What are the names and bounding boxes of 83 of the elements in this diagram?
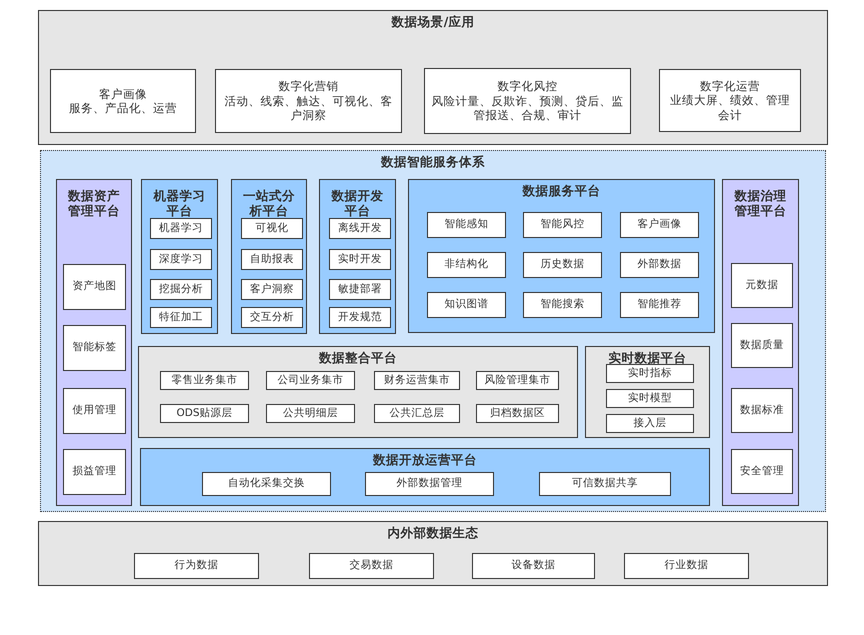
module-box: 设备数据: [472, 553, 595, 579]
module-box: 智能搜索: [523, 292, 602, 318]
layer-panel: [38, 10, 828, 145]
panel-title: 机器学习平台: [152, 188, 206, 218]
module-box: 智能标签: [63, 325, 126, 371]
module-box: 历史数据: [523, 252, 602, 278]
scenario-card: [50, 69, 196, 133]
panel-title: 数据服务平台: [521, 183, 602, 198]
card-text: 业绩大屏、绩效、管理会计: [669, 93, 791, 122]
module-box: 智能推荐: [620, 292, 699, 318]
platform-panel: [141, 179, 218, 334]
module-box: 客户画像: [620, 212, 699, 238]
module-box: 数据标准: [731, 388, 793, 433]
module-box: 数据质量: [731, 323, 793, 368]
module-box: 可视化: [241, 218, 303, 239]
module-box: 自动化采集交换: [202, 472, 331, 496]
panel-title: 数据开放运营平台: [372, 452, 478, 467]
module-box: 智能风控: [523, 212, 602, 238]
platform-panel: [319, 179, 396, 334]
module-box: 元数据: [731, 263, 793, 308]
module-box: 接入层: [606, 414, 694, 433]
module-box: 实时模型: [606, 389, 694, 408]
module-box: 零售业务集市: [160, 371, 249, 390]
module-box: 非结构化: [427, 252, 506, 278]
module-box: 开发规范: [329, 307, 391, 328]
scenario-card: [215, 69, 402, 133]
module-box: 公共明细层: [266, 404, 355, 423]
module-box: 财务运营集市: [374, 371, 460, 390]
module-box: 实时开发: [329, 249, 391, 270]
platform-panel: [56, 179, 132, 506]
module-box: 知识图谱: [427, 292, 506, 318]
module-box: 可信数据共享: [539, 472, 671, 496]
module-box: 公司业务集市: [266, 371, 355, 390]
panel-title: 数据资产管理平台: [66, 188, 121, 218]
module-box: 交互分析: [241, 307, 303, 328]
scenario-card: [424, 68, 631, 134]
panel-title: 数据场景/应用: [390, 14, 476, 29]
module-box: 实时指标: [606, 364, 694, 383]
module-box: 挖掘分析: [150, 279, 212, 300]
panel-title: 一站式分析平台: [242, 188, 296, 218]
panel-title: 数据开发平台: [330, 188, 384, 218]
module-box: 外部数据管理: [365, 472, 494, 496]
scenario-card: [659, 69, 801, 132]
module-box: 自助报表: [241, 249, 303, 270]
card-text: 风险计量、反欺诈、预测、贷后、监管报送、合规、审计: [430, 94, 624, 123]
module-box: 损益管理: [63, 449, 126, 495]
module-box: 深度学习: [150, 249, 212, 270]
module-box: 安全管理: [731, 449, 793, 494]
module-box: 外部数据: [620, 252, 699, 278]
module-box: 行为数据: [134, 553, 259, 579]
module-box: 交易数据: [309, 553, 434, 579]
module-box: 敏捷部署: [329, 279, 391, 300]
platform-panel: [722, 179, 799, 506]
platform-panel: [408, 179, 715, 333]
card-heading: 数字化风控: [496, 79, 558, 94]
panel-title: 数据治理管理平台: [733, 188, 788, 218]
module-box: 归档数据区: [476, 404, 559, 423]
panel-title: 数据智能服务体系: [380, 154, 486, 169]
layer-panel: [38, 521, 828, 586]
platform-panel: [585, 346, 710, 438]
panel-title: 实时数据平台: [608, 350, 688, 365]
panel-title: 数据整合平台: [318, 350, 398, 365]
platform-panel: [138, 346, 578, 438]
module-box: ODS贴源层: [160, 404, 249, 423]
card-text: 活动、线索、触达、可视化、客户洞察: [224, 94, 394, 123]
card-heading: 数字化营销: [278, 79, 340, 94]
module-box: 风险管理集市: [476, 371, 559, 390]
module-box: 机器学习: [150, 218, 212, 239]
module-box: 客户洞察: [241, 279, 303, 300]
card-heading: 客户画像: [98, 86, 148, 101]
card-heading: 数字化运营: [699, 78, 761, 94]
platform-panel: [231, 179, 307, 334]
module-box: 公共汇总层: [374, 404, 460, 423]
platform-panel: [140, 448, 710, 506]
module-box: 离线开发: [329, 218, 391, 239]
module-box: 特征加工: [150, 307, 212, 328]
panel-title: 内外部数据生态: [386, 525, 480, 540]
module-box: 智能感知: [427, 212, 506, 238]
module-box: 使用管理: [63, 388, 126, 434]
module-box: 资产地图: [63, 264, 126, 310]
layer-panel: [40, 150, 826, 512]
card-text: 服务、产品化、运营: [68, 101, 178, 116]
module-box: 行业数据: [624, 553, 749, 579]
